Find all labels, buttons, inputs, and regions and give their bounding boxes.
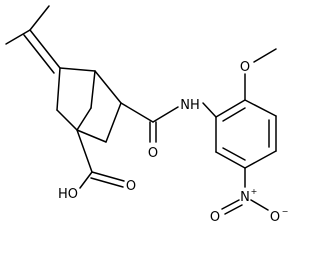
bond-c5-c2: [105, 102, 122, 143]
bond-c7-c6: [56, 67, 61, 111]
bond-ring-a1-a2: [215, 99, 246, 118]
bond-ring-inner-3: [222, 147, 246, 161]
atom-labels: O NH O O HO N + O O −: [58, 60, 288, 225]
atom-label-nitro-n: N: [240, 190, 250, 205]
bond-c2-amide: [120, 102, 154, 123]
bond-ring-a5-a6: [215, 151, 246, 169]
bond-amide-n: [152, 106, 179, 123]
bond-c7-c1: [59, 67, 96, 72]
bond-c4-cooh: [76, 129, 93, 173]
bond-ring-a4-a5: [244, 150, 277, 169]
charge-nitro-plus: +: [251, 187, 258, 196]
bond-ring-inner-1: [222, 107, 246, 122]
molecule-structure: O NH O O HO N + O O −: [5, 5, 288, 225]
bond-nitro-o-right: [250, 199, 269, 211]
bonds: [5, 5, 277, 215]
bond-nitro-o-left-2: [224, 204, 243, 215]
atom-label-amide-nh: NH: [180, 98, 200, 113]
bond-cooh-oh: [79, 171, 93, 189]
atom-label-acid-ho: HO: [58, 187, 78, 202]
bond-nitro-o-left-1: [221, 199, 240, 210]
bond-c1-c2: [94, 70, 122, 104]
bond-methyl-left: [5, 29, 31, 45]
charge-nitro-minus: −: [282, 207, 289, 216]
bond-c4-c5: [76, 129, 107, 143]
atom-label-amide-o: O: [148, 146, 158, 161]
atom-label-acid-o: O: [126, 179, 136, 194]
bond-c3-c4: [76, 107, 92, 131]
bond-c6-c5: [56, 109, 78, 131]
bond-methoxy-methyl: [253, 48, 277, 63]
bond-cooh-double-1: [91, 171, 125, 182]
bond-exocyclic-double-2: [23, 34, 55, 74]
bond-exocyclic-double-1: [29, 29, 61, 69]
bond-n-ring: [202, 102, 217, 118]
bond-c1-c3: [90, 70, 96, 109]
bond-ring-a2-a3: [244, 99, 277, 117]
atom-label-nitro-o-right: O: [270, 210, 280, 225]
atom-label-methoxy-o: O: [240, 60, 250, 75]
bond-cooh-double-2: [90, 177, 124, 188]
atom-label-nitro-o-left: O: [210, 210, 220, 225]
bond-methyl-right: [29, 5, 50, 31]
